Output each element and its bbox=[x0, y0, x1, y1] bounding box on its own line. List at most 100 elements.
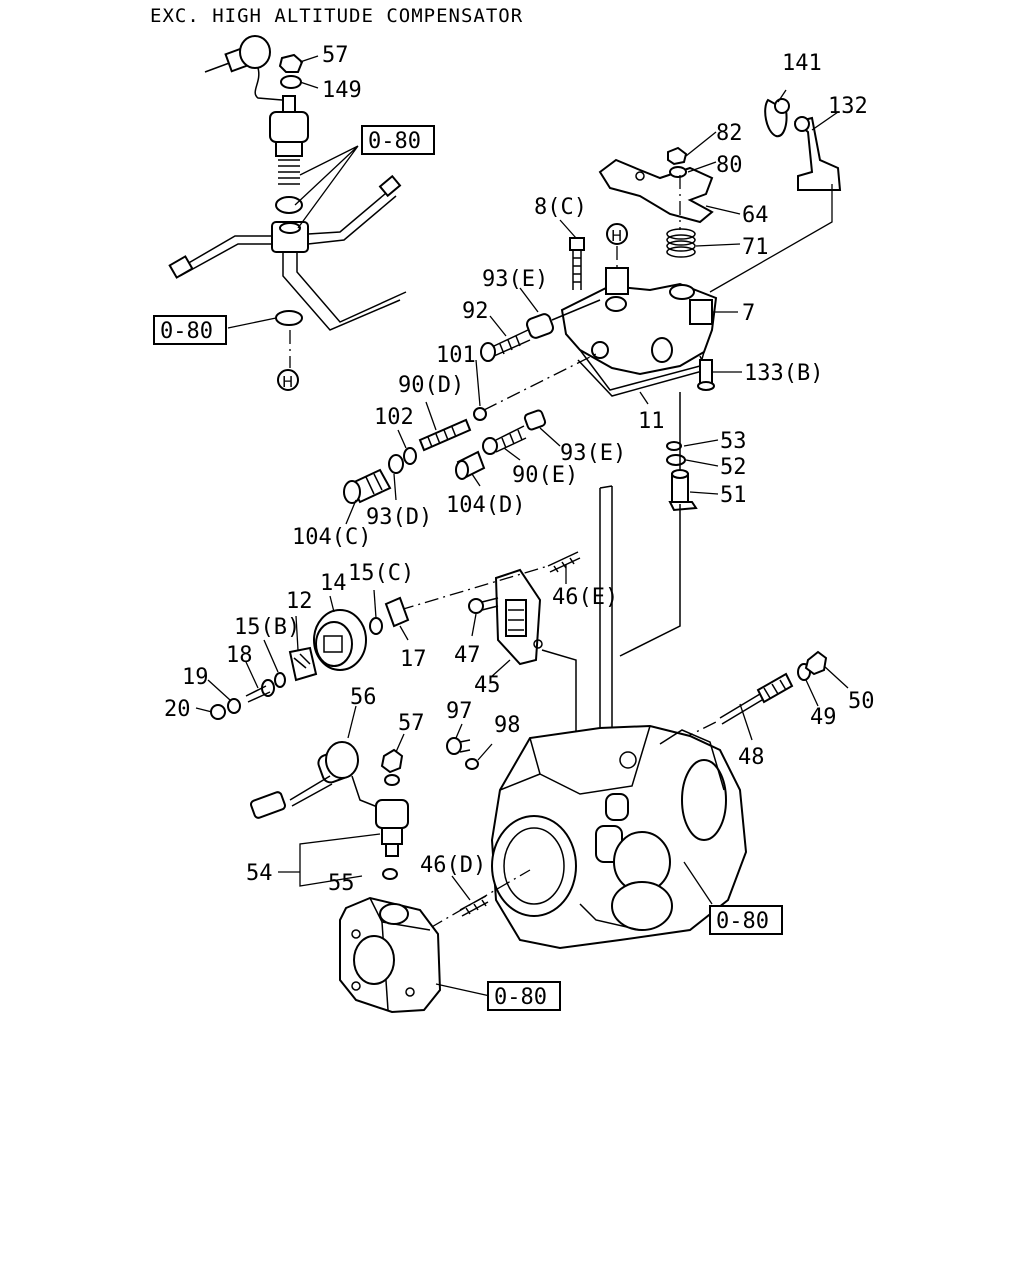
leader-93d bbox=[393, 473, 397, 501]
adjust-screw-90e bbox=[482, 425, 527, 455]
leader-53 bbox=[683, 439, 719, 447]
solenoid-valve-57-lower bbox=[375, 748, 409, 857]
leader-19 bbox=[207, 679, 231, 701]
leader-97 bbox=[455, 723, 463, 739]
leader-71 bbox=[695, 243, 741, 247]
nut-93e-upper bbox=[525, 313, 555, 339]
nut-93e-lower bbox=[523, 409, 547, 431]
washer-55 bbox=[382, 868, 398, 880]
leader-132 bbox=[811, 111, 839, 131]
leader-17 bbox=[399, 625, 409, 641]
lever-assy-45 bbox=[494, 568, 543, 666]
adjust-screw-90d bbox=[418, 418, 472, 452]
callout-52: 52 bbox=[720, 455, 747, 480]
leader-bracket-to-cover bbox=[709, 184, 833, 293]
pin-line bbox=[551, 299, 601, 321]
callout-20: 20 bbox=[164, 697, 191, 722]
leader-12 bbox=[295, 615, 299, 651]
callout-149: 149 bbox=[322, 78, 362, 103]
o-ring-102 bbox=[403, 447, 417, 465]
leader-52 bbox=[685, 459, 719, 467]
leader-141 bbox=[777, 89, 787, 103]
ref-box-3-label: 0-80 bbox=[716, 909, 769, 934]
spring-46e bbox=[547, 551, 581, 573]
leader-51 bbox=[689, 491, 719, 495]
callout-56: 56 bbox=[350, 685, 377, 710]
clip-141 bbox=[764, 98, 790, 138]
callout-93e-upper: 93(E) bbox=[482, 267, 548, 292]
callout-11: 11 bbox=[638, 409, 665, 434]
leader-ref-box-1 bbox=[294, 145, 359, 229]
callout-90d: 90(D) bbox=[398, 373, 464, 398]
callout-53: 53 bbox=[720, 429, 747, 454]
o-ring-15b bbox=[274, 672, 286, 688]
washer-80 bbox=[669, 166, 687, 178]
callout-48: 48 bbox=[738, 745, 765, 770]
leader-93e-lower bbox=[539, 427, 561, 447]
o-ring-101 bbox=[473, 407, 487, 421]
washer-19 bbox=[227, 698, 241, 714]
callout-104d: 104(D) bbox=[446, 493, 525, 518]
leader-54 bbox=[278, 833, 381, 887]
governor-cover-flange bbox=[339, 896, 442, 1014]
leader-47 bbox=[471, 613, 477, 637]
fuel-cut-solenoid-lower bbox=[250, 741, 381, 819]
leader-92 bbox=[489, 315, 507, 337]
o-ring-15c bbox=[369, 617, 383, 635]
callout-46e: 46(E) bbox=[552, 585, 618, 610]
plunger-51 bbox=[668, 469, 698, 512]
spring-46d bbox=[459, 895, 489, 917]
leader-14 bbox=[329, 595, 335, 613]
leader-45 bbox=[489, 659, 511, 679]
leader-8c bbox=[559, 219, 577, 239]
callout-93e-lower: 93(E) bbox=[560, 441, 626, 466]
leader-50 bbox=[823, 665, 849, 689]
callout-12: 12 bbox=[286, 589, 313, 614]
callout-55: 55 bbox=[328, 871, 355, 896]
callout-17: 17 bbox=[400, 647, 427, 672]
callout-80: 80 bbox=[716, 153, 743, 178]
leader-15c bbox=[373, 589, 377, 619]
callout-15c: 15(C) bbox=[348, 561, 414, 586]
leader-98 bbox=[477, 743, 493, 761]
ref-box-2 bbox=[153, 315, 227, 345]
callout-14: 14 bbox=[320, 571, 347, 596]
washer-98 bbox=[465, 758, 479, 770]
callout-141: 141 bbox=[782, 51, 822, 76]
callout-51: 51 bbox=[720, 483, 747, 508]
diagram-title: EXC. HIGH ALTITUDE COMPENSATOR bbox=[150, 5, 523, 27]
nut-82 bbox=[667, 146, 688, 166]
callout-8c: 8(C) bbox=[534, 195, 587, 220]
leader-101 bbox=[475, 359, 481, 407]
callout-90e: 90(E) bbox=[512, 463, 578, 488]
callout-49: 49 bbox=[810, 705, 837, 730]
leader-56 bbox=[347, 705, 357, 739]
leader-ref-box-3 bbox=[683, 861, 713, 905]
leader-ref-box-4 bbox=[435, 983, 491, 997]
spring-71 bbox=[666, 228, 696, 258]
nut-93d bbox=[388, 454, 404, 474]
fuel-pipe-assembly bbox=[168, 174, 407, 331]
callout-97: 97 bbox=[446, 699, 473, 724]
adjust-screw-48 bbox=[719, 672, 794, 725]
callout-47: 47 bbox=[454, 643, 481, 668]
ref-box-4 bbox=[487, 981, 561, 1011]
fuel-cut-solenoid-upper bbox=[204, 35, 309, 185]
plug-20 bbox=[210, 704, 226, 720]
injection-pump-body bbox=[490, 724, 748, 950]
leader-ref-box-2 bbox=[227, 317, 277, 329]
callout-50: 50 bbox=[848, 689, 875, 714]
ref-box-4-label: 0-80 bbox=[494, 985, 547, 1010]
leader-48 bbox=[739, 703, 753, 741]
callout-98: 98 bbox=[494, 713, 521, 738]
bolt-133b bbox=[697, 359, 715, 391]
timer-piston-14 bbox=[313, 609, 367, 671]
leader-20 bbox=[195, 707, 213, 713]
leader-11 bbox=[639, 391, 649, 405]
leader-64 bbox=[705, 205, 741, 215]
pin-18 bbox=[245, 679, 275, 703]
leader-49 bbox=[805, 679, 819, 707]
cap-104d bbox=[455, 450, 486, 480]
leader-93e-upper bbox=[519, 287, 539, 313]
